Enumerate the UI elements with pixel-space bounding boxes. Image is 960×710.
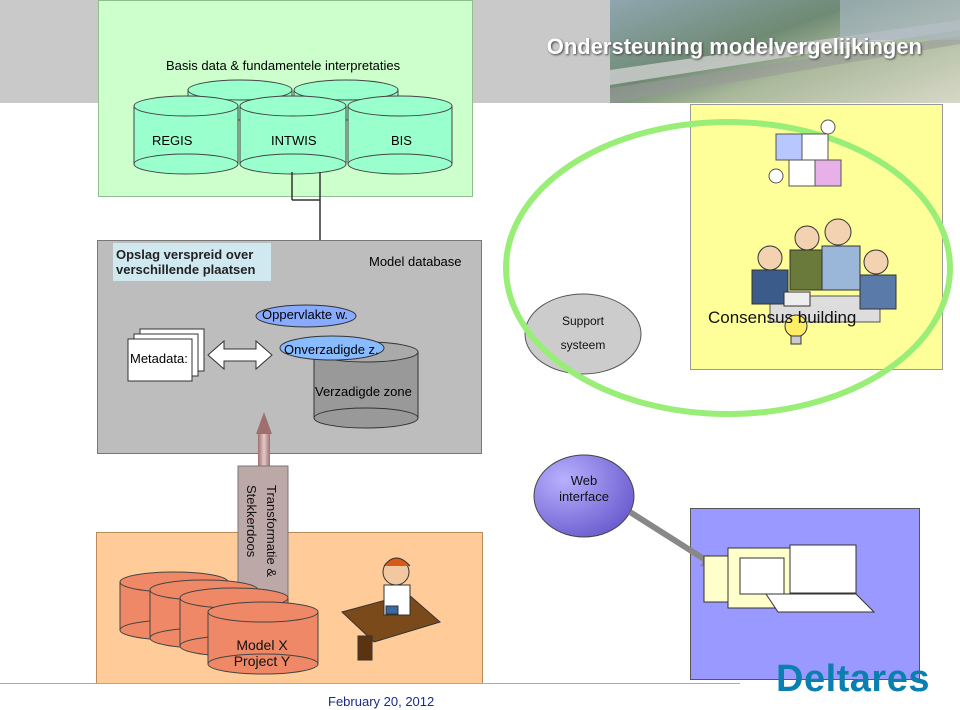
- metadata-pages-icon: [127, 328, 205, 382]
- model-project-label: Model X Project Y: [220, 637, 304, 669]
- layer-label-verzadigde: Verzadigde zone: [315, 384, 412, 399]
- model-database-label: Model database: [369, 254, 462, 269]
- opslag-label: Opslag verspreid over verschillende plaa…: [116, 247, 255, 277]
- bridge-photo-graphic: [610, 0, 960, 103]
- opslag-label-line1: Opslag verspreid over: [116, 247, 254, 262]
- bridge-photo: [610, 0, 960, 103]
- support-label-line1: Support: [561, 314, 605, 328]
- support-systeem-oval[interactable]: [524, 293, 642, 375]
- model-project-line1: Model X: [236, 637, 288, 653]
- layer-plate-top: [255, 304, 357, 328]
- transform-label-line1: Transformatie &: [264, 485, 279, 577]
- web-interface-oval[interactable]: [533, 454, 635, 538]
- puzzle-icon: [768, 119, 842, 187]
- web-interface-line2: interface: [559, 489, 609, 504]
- lightbulb-icon: [784, 314, 808, 345]
- layer-label-oppervlakte: Oppervlakte w.: [262, 307, 348, 322]
- database-label-bis: BIS: [391, 133, 412, 148]
- footer-date: February 20, 2012: [328, 694, 435, 709]
- computer-icon: [703, 544, 876, 613]
- consensus-label: Consensus building: [708, 308, 857, 327]
- phone-person-illustration: [341, 557, 442, 661]
- support-label-line2: systeem: [560, 338, 606, 352]
- metadata-label: Metadata:: [130, 351, 188, 366]
- layer-label-onverzadigde: Onverzadigde z.: [284, 342, 379, 357]
- database-label-intwis: INTWIS: [271, 133, 317, 148]
- model-project-line2: Project Y: [233, 653, 291, 669]
- model-cylinder-front[interactable]: [207, 601, 319, 675]
- web-interface-line1: Web: [570, 473, 598, 488]
- footer-divider: [0, 683, 740, 684]
- layer-plate-middle: [279, 335, 385, 361]
- transform-label: Transformatie & Stekkerdoos: [241, 485, 281, 615]
- meeting-people-illustration: [751, 218, 897, 323]
- database-label-regis: REGIS: [152, 133, 193, 148]
- opslag-label-line2: verschillende plaatsen: [116, 262, 256, 277]
- database-cylinder-intwis[interactable]: [239, 95, 347, 175]
- basis-data-label: Basis data & fundamentele interpretaties: [166, 58, 401, 73]
- double-arrow-icon: [207, 339, 273, 371]
- database-cylinder-regis[interactable]: [133, 95, 239, 175]
- opslag-label-bg: [113, 243, 271, 281]
- transform-label-line2: Stekkerdoos: [244, 485, 259, 558]
- page-title: Ondersteuning modelvergelijkingen: [546, 34, 922, 59]
- web-interface-label: Web interface: [544, 473, 624, 505]
- consensus-ellipse-outline: [503, 119, 953, 417]
- database-cylinder-bis[interactable]: [347, 95, 453, 175]
- deltares-logo: Deltares: [776, 658, 930, 700]
